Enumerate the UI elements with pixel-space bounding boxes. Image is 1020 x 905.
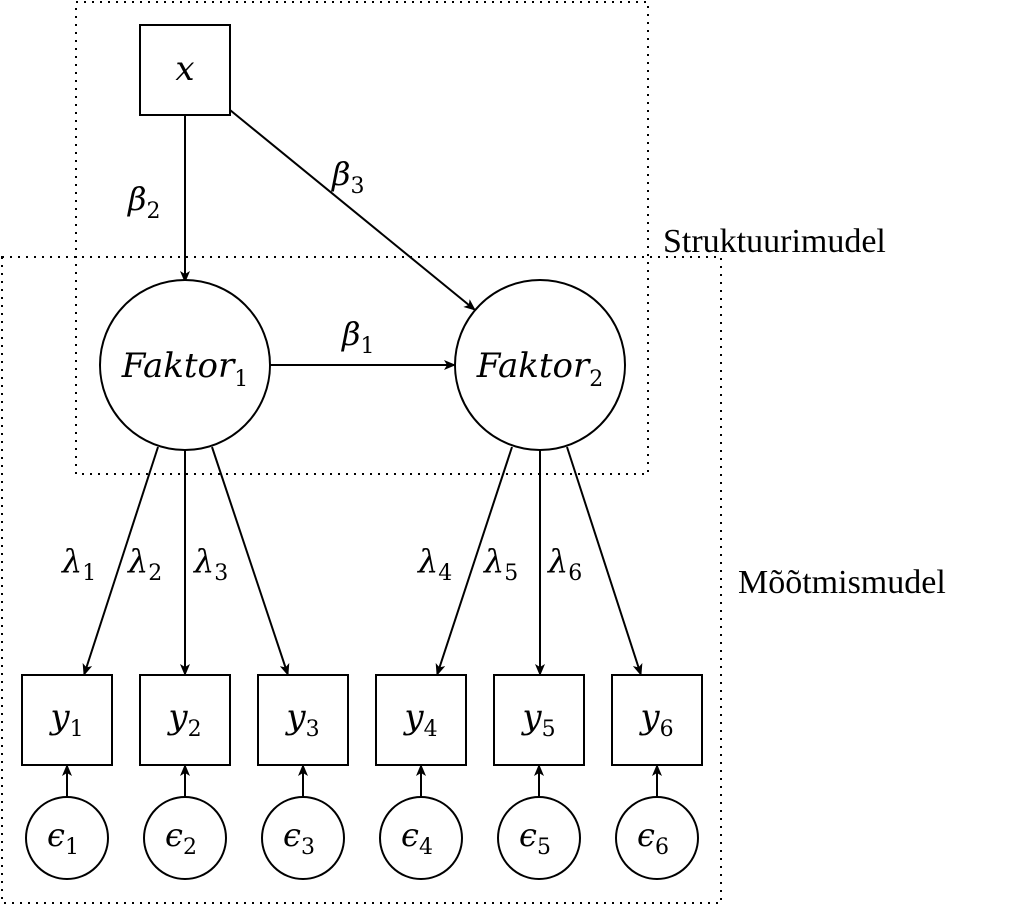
edge-label-lambda4: λ4 <box>416 542 452 586</box>
node-faktor1-label: Faktor1 <box>121 346 249 392</box>
node-y2 <box>139 674 231 766</box>
measurement-model-region <box>1 256 722 904</box>
edge-f2-y4 <box>435 446 513 676</box>
node-faktor2-label: Faktor2 <box>476 346 604 392</box>
node-e3-label: ϵ3 <box>283 816 315 860</box>
edge-x-f2 <box>229 109 476 311</box>
edge-f1-y1 <box>82 446 159 676</box>
node-y1-label: y1 <box>48 697 83 742</box>
edge-label-beta2: β2 <box>127 180 161 224</box>
node-y1 <box>21 674 113 766</box>
edge-label-lambda3: λ3 <box>192 542 228 586</box>
node-y5-label: y5 <box>520 697 555 742</box>
node-e3 <box>261 796 345 880</box>
edge-label-beta1: β1 <box>341 315 375 359</box>
node-e2 <box>143 796 227 880</box>
node-e5-label: ϵ5 <box>519 816 551 860</box>
node-y3 <box>257 674 349 766</box>
node-y4 <box>375 674 467 766</box>
edge-label-lambda2: λ2 <box>126 542 162 586</box>
edge-f2-y6 <box>566 446 643 676</box>
edge-label-lambda5: λ5 <box>482 542 518 586</box>
structural-model-region <box>75 1 649 475</box>
node-faktor2 <box>454 279 626 451</box>
node-e1-label: ϵ1 <box>47 816 79 860</box>
node-e4 <box>379 796 463 880</box>
node-y6-label: y6 <box>638 697 673 742</box>
node-y3-label: y3 <box>284 697 319 742</box>
node-e2-label: ϵ2 <box>165 816 197 860</box>
edge-label-beta3: β3 <box>331 155 365 199</box>
measurement-model-label: Mõõtmismudel <box>738 564 946 601</box>
edge-label-lambda1: λ1 <box>60 542 96 586</box>
node-e1 <box>25 796 109 880</box>
node-y2-label: y2 <box>166 697 201 742</box>
node-y4-label: y4 <box>402 697 437 742</box>
edge-f1-y3 <box>211 446 290 676</box>
node-e6 <box>615 796 699 880</box>
node-e5 <box>497 796 581 880</box>
edge-label-lambda6: λ6 <box>546 542 582 586</box>
node-e4-label: ϵ4 <box>401 816 433 860</box>
node-y5 <box>493 674 585 766</box>
node-x <box>139 24 231 116</box>
structural-model-label: Struktuurimudel <box>663 223 886 260</box>
node-faktor1 <box>99 279 271 451</box>
node-x-label: x <box>175 49 194 89</box>
node-e6-label: ϵ6 <box>637 816 669 860</box>
node-y6 <box>611 674 703 766</box>
